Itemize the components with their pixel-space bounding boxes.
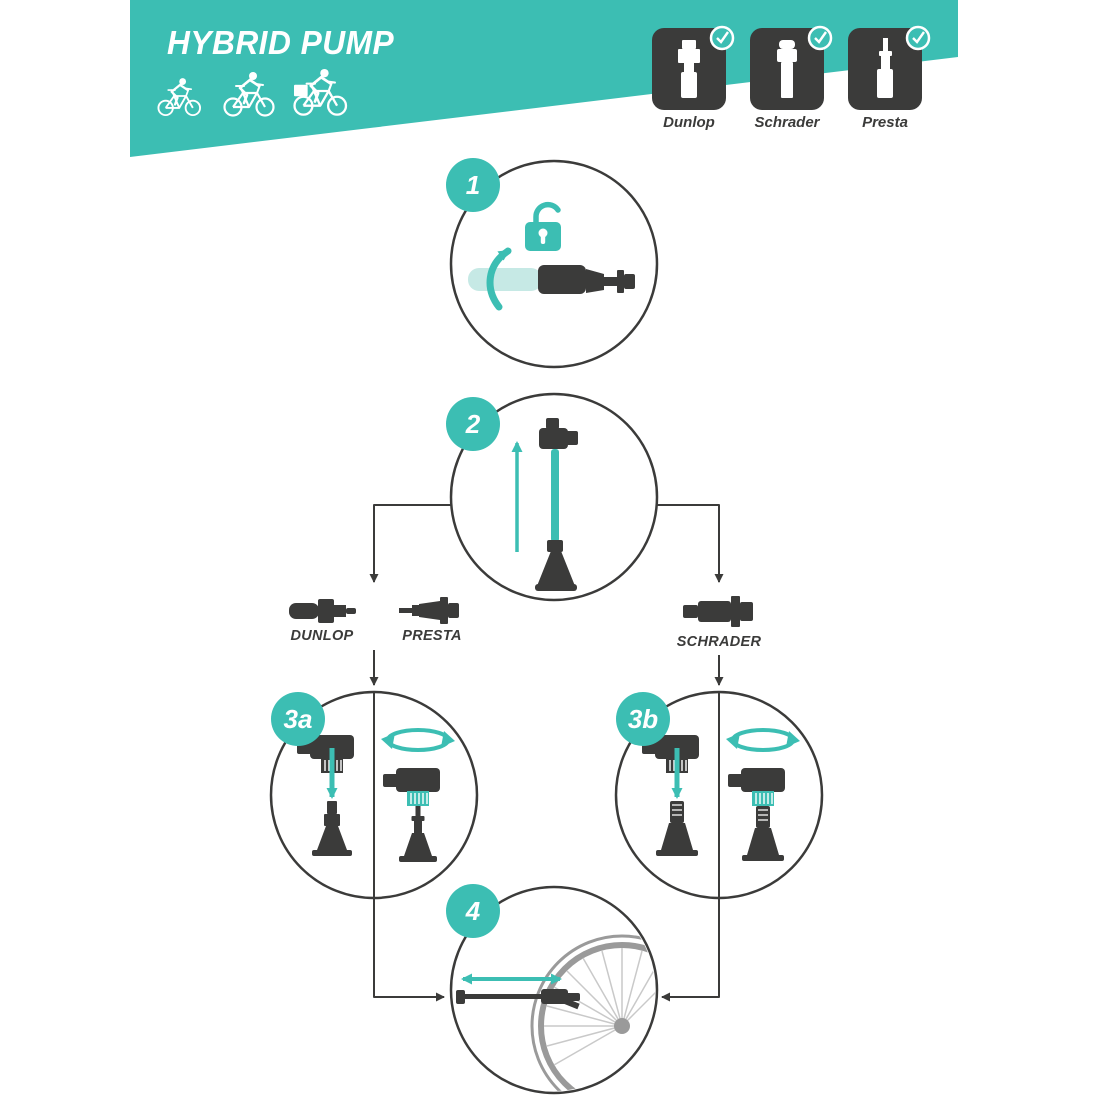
connector-step3a-to-step4: [373, 898, 445, 1002]
rotate-arrows-icon: [381, 728, 455, 752]
valve-card-presta: [848, 25, 931, 110]
schrader-valve-icon: [777, 40, 797, 98]
pump-art: [456, 973, 580, 1004]
rotate-arrows-icon: [726, 728, 800, 752]
twist-arrow-icon: [486, 247, 512, 311]
step-3b-badge: 3b: [616, 692, 670, 746]
step-1-illustration: [468, 201, 635, 311]
branch-label-dunlop: DUNLOP: [290, 628, 354, 644]
check-icon: [905, 25, 931, 51]
branch-label-schrader: SCHRADER: [676, 634, 762, 650]
flow-connectors: [369, 504, 724, 1002]
dunlop-valve-icon: [678, 40, 700, 98]
step-2-illustration: [511, 418, 578, 591]
connector-step2-to-dunlop-presta: [369, 504, 451, 583]
valve-type-label-dunlop: Dunlop: [663, 114, 715, 131]
check-icon: [807, 25, 833, 51]
unlock-icon: [525, 201, 561, 251]
pump-with-hose-art: [535, 418, 578, 591]
step-4-illustration: [456, 934, 655, 1091]
presta-valve-icon: [877, 38, 893, 98]
branch-label-presta: PRESTA: [402, 628, 462, 644]
connector-step2-to-schrader: [657, 504, 724, 583]
page-title: HYBRID PUMP: [167, 24, 395, 61]
step-3a-badge: 3a: [271, 692, 325, 746]
connector-step3b-to-step4: [661, 898, 720, 1002]
pump-handle-art: [468, 265, 635, 294]
step-4-badge: 4: [446, 884, 500, 938]
step-2-badge: 2: [446, 397, 500, 451]
schrader-valve-illustration: [683, 596, 753, 627]
step-3b-illustration: [641, 692, 800, 898]
valve-type-label-schrader: Schrader: [754, 114, 820, 131]
step-1-circle: [449, 159, 659, 369]
valve-card-schrader: [750, 25, 833, 110]
check-icon: [709, 25, 735, 51]
presta-valve-illustration: [399, 597, 459, 624]
dunlop-valve-illustration: [289, 599, 356, 623]
valve-card-dunlop: [652, 25, 735, 110]
step-3a-illustration: [296, 692, 455, 898]
cargo-bike-icon: [293, 67, 348, 116]
step-1-badge: 1: [446, 158, 500, 212]
valve-type-label-presta: Presta: [862, 114, 908, 131]
